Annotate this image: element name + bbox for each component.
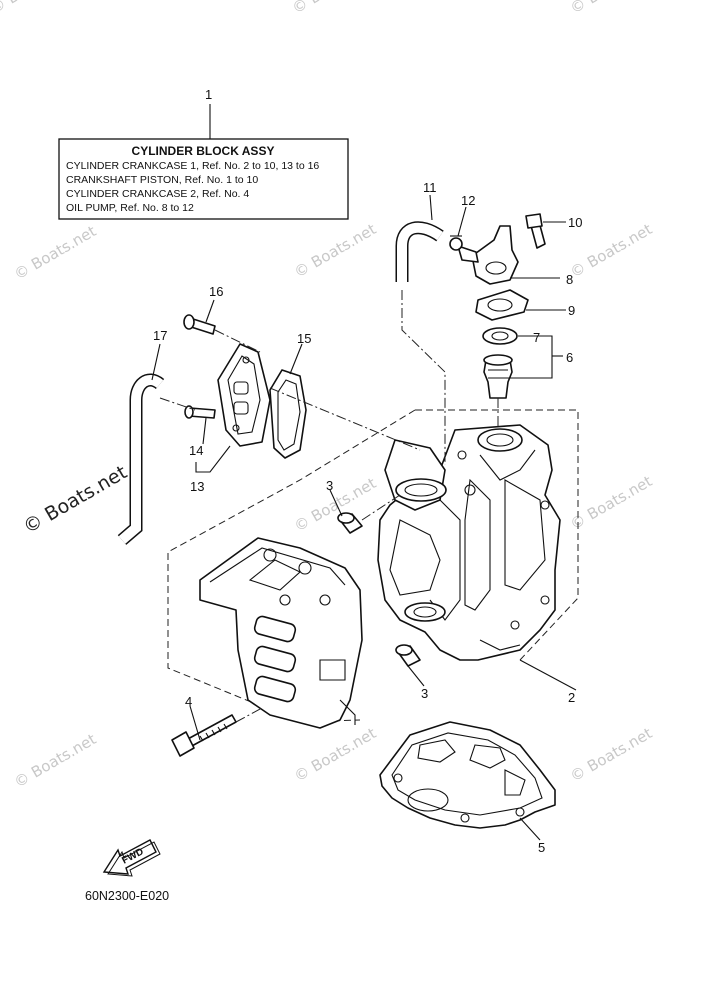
assembly-title: CYLINDER BLOCK ASSY — [132, 144, 275, 158]
cylinder-crankcase-1 — [377, 424, 561, 661]
assembly-lines — [159, 290, 499, 723]
watermark: © Boats.net — [291, 724, 379, 785]
watermark: © Boats.net — [291, 220, 379, 281]
callout-3-lower: 3 — [421, 686, 428, 701]
callout-14: 14 — [189, 443, 203, 458]
drawing-code: 60N2300-E020 — [85, 889, 169, 903]
cover-gasket — [475, 289, 529, 321]
callout-numbers: 2 3 3 4 5 6 7 8 9 10 11 12 13 14 15 16 1… — [153, 180, 582, 855]
bolt-16 — [183, 314, 216, 335]
callout-8: 8 — [566, 272, 573, 287]
watermark: © Boats.net — [289, 0, 377, 17]
watermark: © Boats.net — [567, 0, 655, 17]
watermark-side: © Boats.net — [20, 461, 131, 538]
callout-13: 13 — [190, 479, 204, 494]
watermark: © Boats.net — [567, 724, 655, 785]
callout-16: 16 — [209, 284, 223, 299]
fwd-arrow-icon: FWD — [102, 839, 161, 877]
oil-pump-cover — [217, 343, 271, 447]
pump-gasket — [269, 369, 307, 459]
bolt-cover — [525, 213, 546, 249]
callout-7: 7 — [533, 330, 540, 345]
watermark: © Boats.net — [11, 222, 99, 283]
assembly-outline — [167, 409, 579, 723]
callout-3-upper: 3 — [326, 478, 333, 493]
cylinder-gasket — [379, 721, 556, 829]
screw-14 — [184, 405, 216, 419]
callout-4: 4 — [185, 694, 192, 709]
hose-clip — [449, 235, 463, 251]
watermark: © Boats.net — [11, 730, 99, 791]
leader-lines — [151, 194, 577, 841]
watermark: © Boats.net — [567, 472, 655, 533]
callout-12: 12 — [461, 193, 475, 208]
cylinder-crankcase-2 — [199, 537, 363, 729]
callout-5: 5 — [538, 840, 545, 855]
hose-long — [117, 373, 165, 545]
callout-10: 10 — [568, 215, 582, 230]
callout-11: 11 — [423, 180, 437, 195]
assembly-info-box: 1 CYLINDER BLOCK ASSY CYLINDER CRANKCASE… — [58, 87, 349, 220]
watermark: © Boats.net — [0, 0, 75, 17]
bolt-long — [171, 714, 237, 757]
hose-short — [395, 221, 444, 282]
callout-17: 17 — [153, 328, 167, 343]
assembly-line-4: OIL PUMP, Ref. No. 8 to 12 — [66, 202, 194, 214]
assembly-line-2: CRANKSHAFT PISTON, Ref. No. 1 to 10 — [66, 174, 258, 186]
thermostat-cover — [457, 225, 519, 285]
dowel-pin-lower — [395, 644, 421, 667]
assembly-line-3: CYLINDER CRANKCASE 2, Ref. No. 4 — [66, 188, 249, 200]
callout-1: 1 — [205, 87, 212, 102]
callout-9: 9 — [568, 303, 575, 318]
thermostat-seal — [482, 327, 518, 345]
callout-15: 15 — [297, 331, 311, 346]
thermostat — [483, 354, 513, 399]
callout-2: 2 — [568, 690, 575, 705]
watermark: © Boats.net — [291, 474, 379, 535]
callout-6: 6 — [566, 350, 573, 365]
assembly-line-1: CYLINDER CRANKCASE 1, Ref. No. 2 to 10, … — [66, 160, 319, 172]
